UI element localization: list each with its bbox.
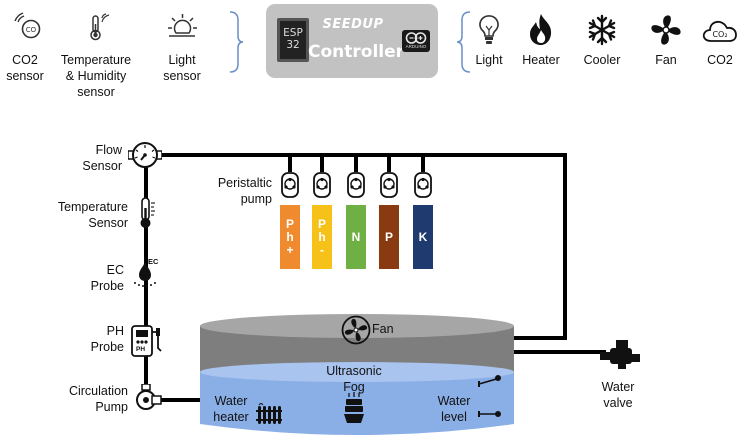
ec-tag: EC [148,257,159,266]
arduino-icon [405,32,427,44]
water-valve-label: Water valve [601,380,635,410]
bottle-ph-minus: P h - [312,205,332,269]
temperature-sensor-label: Temperature Sensor [57,200,128,230]
co2-wifi-icon: CO [14,12,41,39]
ph-meter-icon [131,325,162,357]
controller-title: Controller [308,42,405,62]
svg-text:CO: CO [26,26,37,34]
tank-fan-label: Fan [372,322,394,336]
snowflake-icon [588,14,616,46]
ph-tag: PH [136,346,146,353]
actuator-label-fan: Fan [655,53,677,67]
fog-maker-icon [344,392,364,423]
solenoid-valve-icon [600,340,640,369]
esp32-chip-label: ESP 32 [283,27,303,51]
pump-head-icon [414,172,432,198]
heater-icon [256,403,282,424]
actuator-label-light: Light [475,53,503,67]
level-switch-icon [478,375,501,387]
ec-probe-label: EC Probe [90,263,124,293]
bottle-label: P [384,229,393,244]
bottle-label: P h - [317,216,326,257]
flame-icon [530,14,552,45]
flow-sensor-label: Flow Sensor [82,143,122,173]
bottle-n: N [346,205,366,269]
svg-text:CO₂: CO₂ [712,30,727,39]
bulb-icon [479,15,499,44]
actuator-bracket [456,11,471,73]
arduino-logo: ARDUINO [402,30,430,52]
pump-head-icon [347,172,365,198]
bottle-p: P [379,205,399,269]
sensor-label-light: Light sensor [163,53,201,83]
arduino-label: ARDUINO [405,44,427,49]
peristaltic-label: Peristaltic pump [217,176,272,206]
bottle-ph-plus: P h + [280,205,300,269]
pump-icon [136,384,162,410]
pump-head-icon [313,172,331,198]
fan-icon [341,315,371,345]
ph-probe-label: PH Probe [90,324,124,354]
ec-drop-icon [134,262,156,287]
sensor-label-co2: CO2 sensor [6,53,44,83]
pump-head-icon [281,172,299,198]
bottle-label: P h + [285,216,294,257]
water-level-label: Water level [437,394,471,424]
actuator-label-heater: Heater [522,53,560,67]
actuator-label-cooler: Cooler [583,53,621,67]
controller-brand: SEEDUP [322,17,384,32]
flow-gauge-icon [128,142,162,168]
circulation-pump-label: Circulation Pump [68,384,128,414]
thermometer-wifi-icon [90,13,110,41]
bottle-label: N [351,229,361,244]
sun-icon [168,14,197,37]
ultrasonic-fog-label: Ultrasonic Fog [326,364,382,394]
actuator-label-co2: CO2 [707,53,733,67]
level-switch-icon [478,411,501,417]
fan-icon [651,15,681,45]
sensor-label-temp-humidity: Temperature & Humidity sensor [60,53,132,99]
thermometer-icon [140,197,155,228]
controller-box: ESP 32 SEEDUP Controller ARDUINO [266,4,438,78]
esp32-chip: ESP 32 [277,18,309,62]
pump-head-icon [380,172,398,198]
bottle-k: K [413,205,433,269]
bottle-label: K [418,229,428,244]
water-heater-label: Water heater [213,394,249,424]
sensor-bracket [229,11,244,73]
co2-cloud-icon: CO₂ [702,20,737,42]
